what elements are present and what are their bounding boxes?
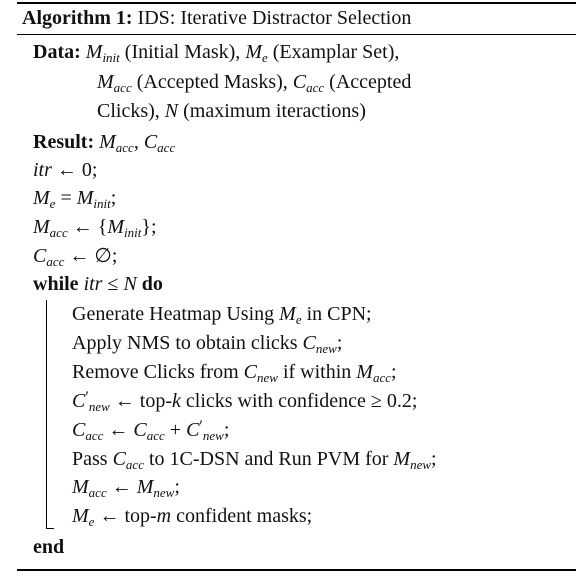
bottom-rule bbox=[17, 569, 576, 571]
data-line-2: Macc (Accepted Masks), Cacc (Accepted bbox=[97, 71, 412, 95]
remove-line: Remove Clicks from Cnew if within Macc; bbox=[72, 361, 397, 385]
symbol-M-init: M bbox=[85, 41, 103, 63]
while-line: while itr ≤ N do bbox=[33, 273, 163, 295]
macc-update-line: Macc ← Mnew; bbox=[72, 476, 180, 500]
init-itr-line: itr ← 0; bbox=[33, 159, 98, 181]
pass-line: Pass Cacc to 1C-DSN and Run PVM for Mnew… bbox=[72, 448, 437, 472]
algorithm-title: IDS: Iterative Distractor Selection bbox=[137, 7, 412, 29]
cacc-update-line: Cacc ← Cacc + C′new; bbox=[72, 418, 230, 443]
topk-line: C′new ← top-k clicks with confidence ≥ 0… bbox=[72, 389, 418, 414]
init-me-line: Me = Minit; bbox=[33, 187, 117, 211]
data-keyword: Data: bbox=[33, 41, 81, 63]
algorithm-header: Algorithm 1: IDS: Iterative Distractor S… bbox=[22, 7, 411, 30]
data-line-3: Clicks), N (maximum iteractions) bbox=[97, 100, 366, 122]
symbol-M-e: M bbox=[245, 41, 262, 63]
end-line: end bbox=[33, 536, 64, 558]
init-macc-line: Macc ← {Minit}; bbox=[33, 216, 157, 240]
do-keyword: do bbox=[141, 273, 163, 295]
algorithm-label: Algorithm 1: bbox=[22, 7, 133, 29]
topm-line: Me ← top-m confident masks; bbox=[72, 505, 313, 529]
heatmap-line: Generate Heatmap Using Me in CPN; bbox=[72, 303, 372, 327]
header-rule bbox=[17, 34, 576, 35]
while-keyword: while bbox=[33, 273, 79, 295]
result-line: Result: Macc, Cacc bbox=[33, 131, 176, 155]
top-rule bbox=[17, 2, 576, 4]
data-line-1: Data: Minit (Initial Mask), Me (Examplar… bbox=[33, 41, 400, 65]
loop-body-tick bbox=[46, 528, 54, 529]
nms-line: Apply NMS to obtain clicks Cnew; bbox=[72, 332, 343, 356]
init-cacc-line: Cacc ← ∅; bbox=[33, 245, 118, 269]
loop-body-bar bbox=[46, 300, 47, 529]
result-keyword: Result: bbox=[33, 131, 95, 153]
end-keyword: end bbox=[33, 536, 65, 558]
